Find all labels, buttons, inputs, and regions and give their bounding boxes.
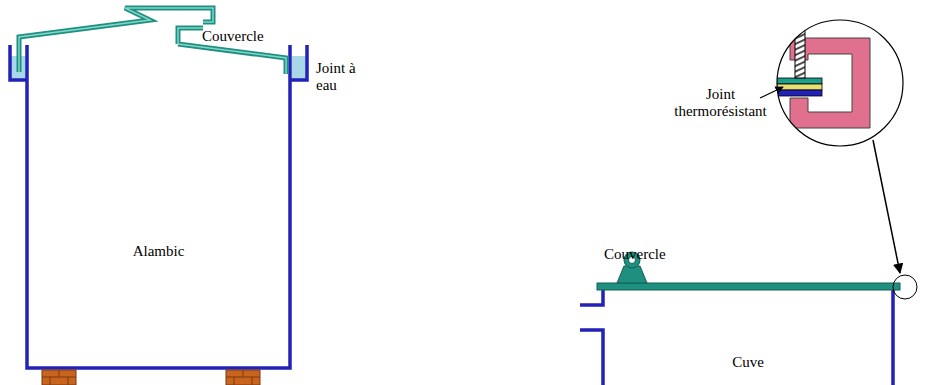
tank-body: Cuve (603, 290, 893, 385)
still-lid-highlight (19, 8, 286, 74)
part-label: Joint à eau (316, 60, 364, 95)
still-vessel (10, 45, 307, 368)
brick-support (42, 370, 260, 385)
tank (580, 290, 893, 385)
part-label: Joint thermorésistant (668, 86, 773, 121)
tank-lid (597, 283, 900, 290)
detail-lens-border (777, 20, 903, 146)
vessel-label: Cuve (732, 354, 764, 371)
detail-arrow (873, 140, 900, 273)
still-lid (19, 8, 286, 74)
vessel-label: Alambic (133, 243, 185, 260)
water (292, 56, 306, 79)
clamp-detail (760, 12, 870, 128)
part-label: Couvercle (202, 28, 264, 45)
part-label: Couvercle (604, 246, 666, 263)
detail-marker (893, 275, 917, 299)
leader-line (760, 87, 783, 98)
still-body: Alambic (27, 80, 290, 368)
